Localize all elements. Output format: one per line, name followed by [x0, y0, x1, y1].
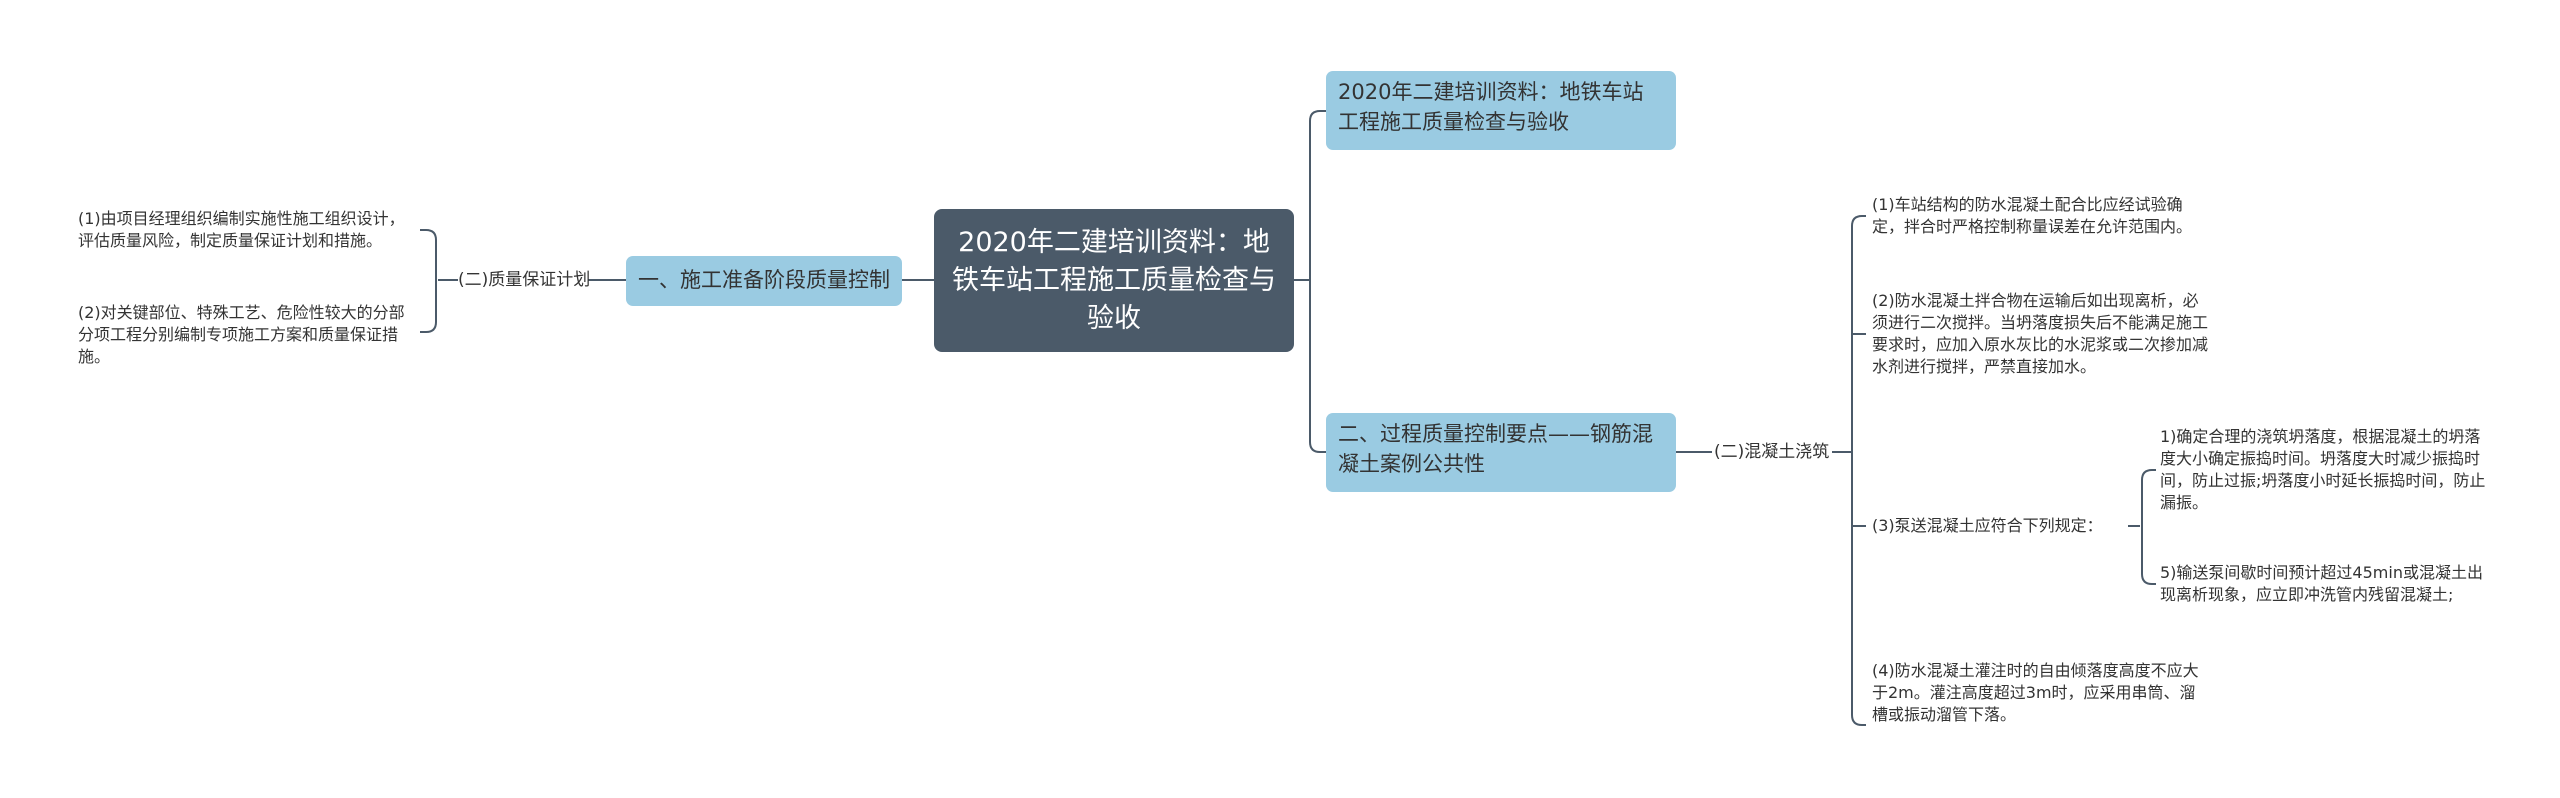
root-topic[interactable]: 2020年二建培训资料：地铁车站工程施工质量检查与验收	[934, 209, 1294, 352]
leaf-quality-plan-1[interactable]: (1)由项目经理组织编制实施性施工组织设计，评估质量风险，制定质量保证计划和措施…	[78, 209, 405, 250]
leaf-concrete-1[interactable]: (1)车站结构的防水混凝土配合比应经试验确定，拌合时严格控制称量误差在允许范围内…	[1872, 195, 2193, 236]
leaf-concrete-4[interactable]: (4)防水混凝土灌注时的自由倾落度高度不应大于2m。灌注高度超过3m时，应采用串…	[1872, 661, 2199, 724]
leaf-concrete-3[interactable]: (3)泵送混凝土应符合下列规定：	[1872, 516, 2103, 535]
label-quality-plan[interactable]: (二)质量保证计划	[458, 270, 591, 290]
leaf-pumping-5[interactable]: 5)输送泵间歇时间预计超过45min或混凝土出现离析现象，应立即冲洗管内残留混凝…	[2160, 563, 2483, 604]
leaf-quality-plan-2[interactable]: (2)对关键部位、特殊工艺、危险性较大的分部分项工程分别编制专项施工方案和质量保…	[78, 303, 405, 366]
topic-title[interactable]: 2020年二建培训资料：地铁车站工程施工质量检查与验收	[1326, 71, 1676, 150]
topic-process-quality[interactable]: 二、过程质量控制要点——钢筋混凝土案例公共性	[1326, 413, 1676, 492]
label-concrete-pouring[interactable]: (二)混凝土浇筑	[1714, 442, 1830, 462]
leaf-concrete-2[interactable]: (2)防水混凝土拌合物在运输后如出现离析，必须进行二次搅拌。当坍落度损失后不能满…	[1872, 291, 2209, 376]
topic-preparation-quality[interactable]: 一、施工准备阶段质量控制	[626, 256, 902, 306]
leaf-pumping-1[interactable]: 1)确定合理的浇筑坍落度，根据混凝土的坍落度大小确定振捣时间。坍落度大时减少振捣…	[2160, 427, 2486, 512]
